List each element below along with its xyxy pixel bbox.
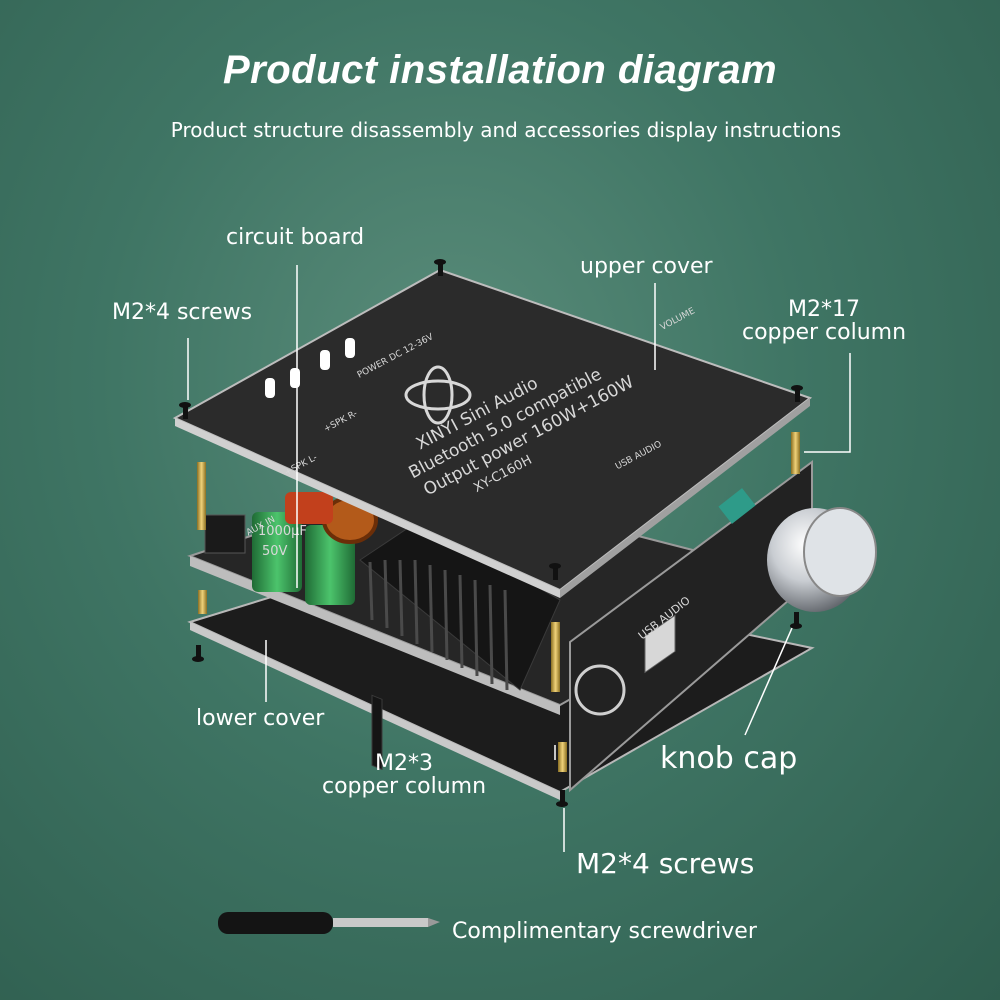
screws [179,259,803,807]
screwdriver [218,912,440,934]
label-upper-cover: upper cover [580,254,713,279]
label-screwdriver: Complimentary screwdriver [452,919,757,944]
label-m2x4-screws-bottom: M2*4 screws [576,847,755,880]
label-m2x17-line1: M2*17 [788,297,860,322]
label-m2x3-line1: M2*3 [375,751,433,776]
upper-cover-plate: XINYI Sini Audio Bluetooth 5.0 compatibl… [172,268,813,598]
svg-text:50V: 50V [262,544,288,559]
knob-cap [767,507,877,612]
label-m2x17-line2: copper column [741,320,907,346]
label-m2x4-screws-top: M2*4 screws [112,300,253,325]
label-m2x17-copper-column: M2*17 copper column [734,298,914,344]
svg-text:1000µF: 1000µF [258,524,307,539]
page-title: Product installation diagram [222,48,778,92]
label-knob-cap: knob cap [660,741,798,776]
copper-columns [197,432,800,772]
side-panel: USB AUDIO [569,460,813,793]
leader-lines [187,265,851,852]
label-lower-cover: lower cover [196,706,325,731]
label-circuit-board: circuit board [226,225,365,250]
page-subtitle: Product structure disassembly and access… [170,118,842,142]
svg-text:VOLUME: VOLUME [659,306,697,333]
label-m2x3-line2: copper column [321,774,487,800]
label-m2x3-copper-column: M2*3 copper column [312,752,496,798]
